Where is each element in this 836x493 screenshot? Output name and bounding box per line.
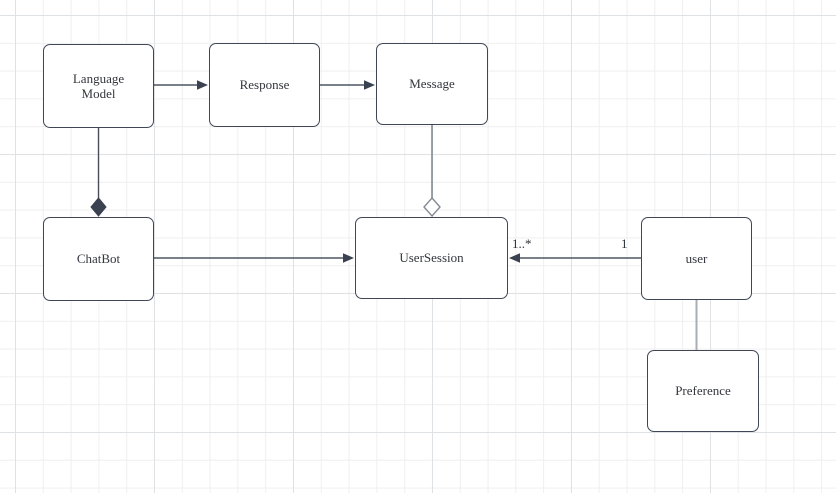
edge-language-model-to-response[interactable] — [154, 80, 208, 90]
arrowhead-right-icon — [343, 253, 354, 263]
node-label: Preference — [675, 383, 731, 399]
node-label: Language Model — [72, 70, 125, 101]
edge-chatbot-to-user-session[interactable] — [154, 253, 354, 263]
node-label: Response — [239, 77, 290, 93]
arrowhead-right-icon — [364, 80, 375, 90]
arrowhead-left-icon — [509, 253, 520, 263]
edge-response-to-message[interactable] — [320, 80, 375, 90]
multiplicity-label-user: 1 — [621, 236, 628, 251]
node-label: user — [685, 250, 708, 266]
node-user-session[interactable]: UserSession — [355, 217, 508, 299]
composition-filled-diamond-icon — [90, 197, 107, 217]
node-message[interactable]: Message — [376, 43, 488, 125]
node-user[interactable]: user — [641, 217, 752, 300]
edge-user-to-user-session[interactable] — [509, 253, 641, 263]
node-language-model[interactable]: Language Model — [43, 44, 154, 128]
node-label: UserSession — [399, 250, 464, 266]
node-response[interactable]: Response — [209, 43, 320, 127]
edge-message-to-user-session[interactable] — [423, 125, 441, 218]
multiplicity-label-user-session: 1..* — [512, 236, 532, 251]
node-label: ChatBot — [76, 251, 121, 267]
node-preference[interactable]: Preference — [647, 350, 759, 432]
edge-language-model-to-chatbot[interactable] — [90, 128, 107, 217]
node-chatbot[interactable]: ChatBot — [43, 217, 154, 301]
aggregation-hollow-diamond-icon — [423, 196, 441, 218]
node-label: Message — [409, 76, 455, 92]
arrowhead-right-icon — [197, 80, 208, 90]
